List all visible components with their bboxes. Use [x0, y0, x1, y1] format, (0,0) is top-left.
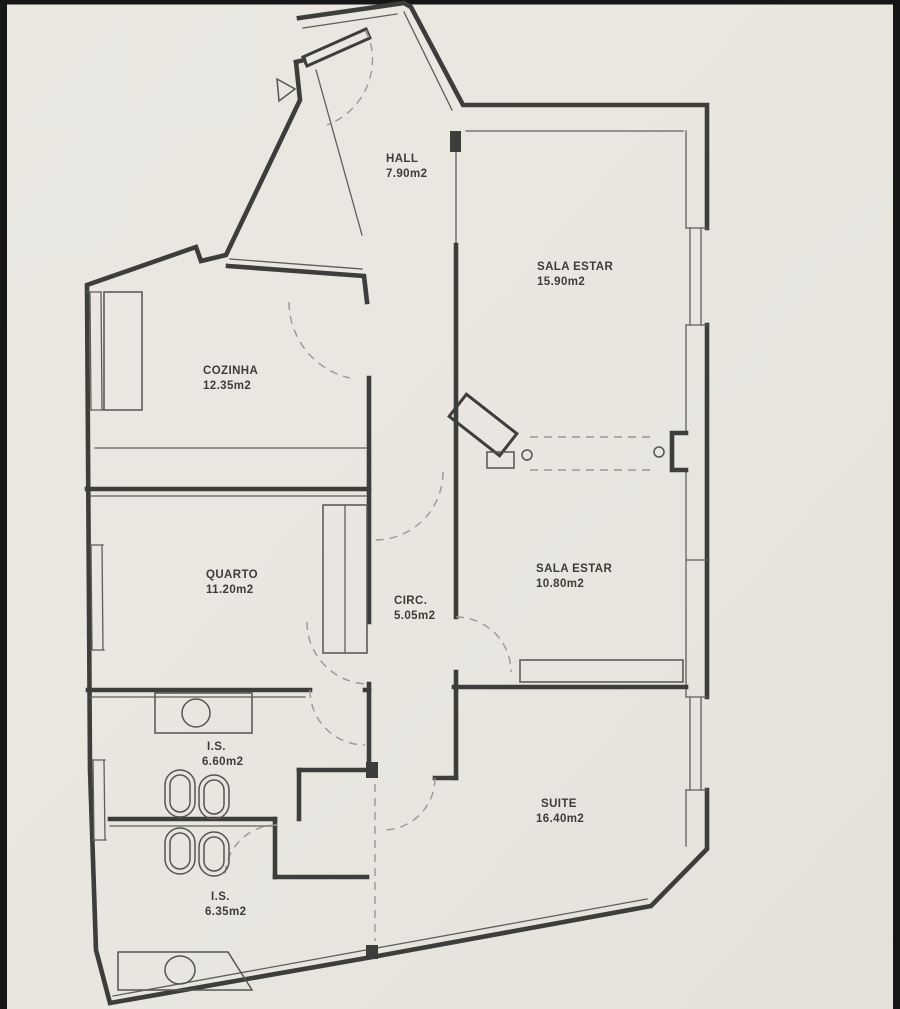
entrance-door-leaf [301, 27, 372, 68]
quarto-door-arc [306, 621, 370, 685]
fixtures [94, 291, 684, 991]
room-label-is1: I.S. [207, 741, 226, 753]
suite-door-arc [382, 777, 436, 831]
sala-cabinet [519, 659, 684, 683]
room-area-is2: 6.35m2 [205, 906, 246, 918]
is1-bidet [198, 774, 230, 820]
room-label-sala-top: SALA ESTAR [537, 261, 613, 273]
room-label-quarto: QUARTO [206, 569, 258, 581]
room-area-quarto: 11.20m2 [206, 584, 254, 596]
sala-mid-door-arc [455, 616, 512, 673]
room-area-suite: 16.40m2 [536, 813, 584, 825]
windows [86, 227, 708, 841]
kitchen-counter [103, 291, 143, 411]
fireplace-block [447, 392, 519, 469]
is2-sink [164, 955, 196, 985]
entrance-arrow-icon [276, 77, 297, 103]
is2-wc [164, 827, 196, 875]
room-label-cozinha: COZINHA [203, 365, 258, 377]
room-area-sala-top: 15.90m2 [537, 276, 585, 288]
room-area-cozinha: 12.35m2 [203, 380, 251, 392]
room-label-is2: I.S. [211, 891, 230, 903]
room-label-sala-mid: SALA ESTAR [536, 563, 612, 575]
room-area-sala-mid: 10.80m2 [536, 578, 584, 590]
room-labels: HALL 7.90m2 SALA ESTAR 15.90m2 COZINHA 1… [202, 153, 613, 918]
is1-counter [154, 692, 253, 734]
is1-sink [181, 698, 211, 728]
room-area-is1: 6.60m2 [202, 756, 243, 768]
room-label-hall: HALL [386, 153, 418, 165]
entrance-door-arc [326, 29, 374, 126]
room-label-suite: SUITE [541, 798, 577, 810]
doors [224, 27, 656, 941]
room-label-circ: CIRC. [394, 595, 427, 607]
open-passage-dash [530, 436, 656, 471]
is1-door-arc [309, 689, 366, 746]
room-area-circ: 5.05m2 [394, 610, 435, 622]
is2-door-arc [224, 824, 278, 878]
is2-bidet [198, 831, 230, 877]
is1-wc [164, 769, 196, 818]
interior-walls [84, 131, 689, 959]
is2-counter [117, 951, 254, 991]
room-area-hall: 7.90m2 [386, 168, 427, 180]
